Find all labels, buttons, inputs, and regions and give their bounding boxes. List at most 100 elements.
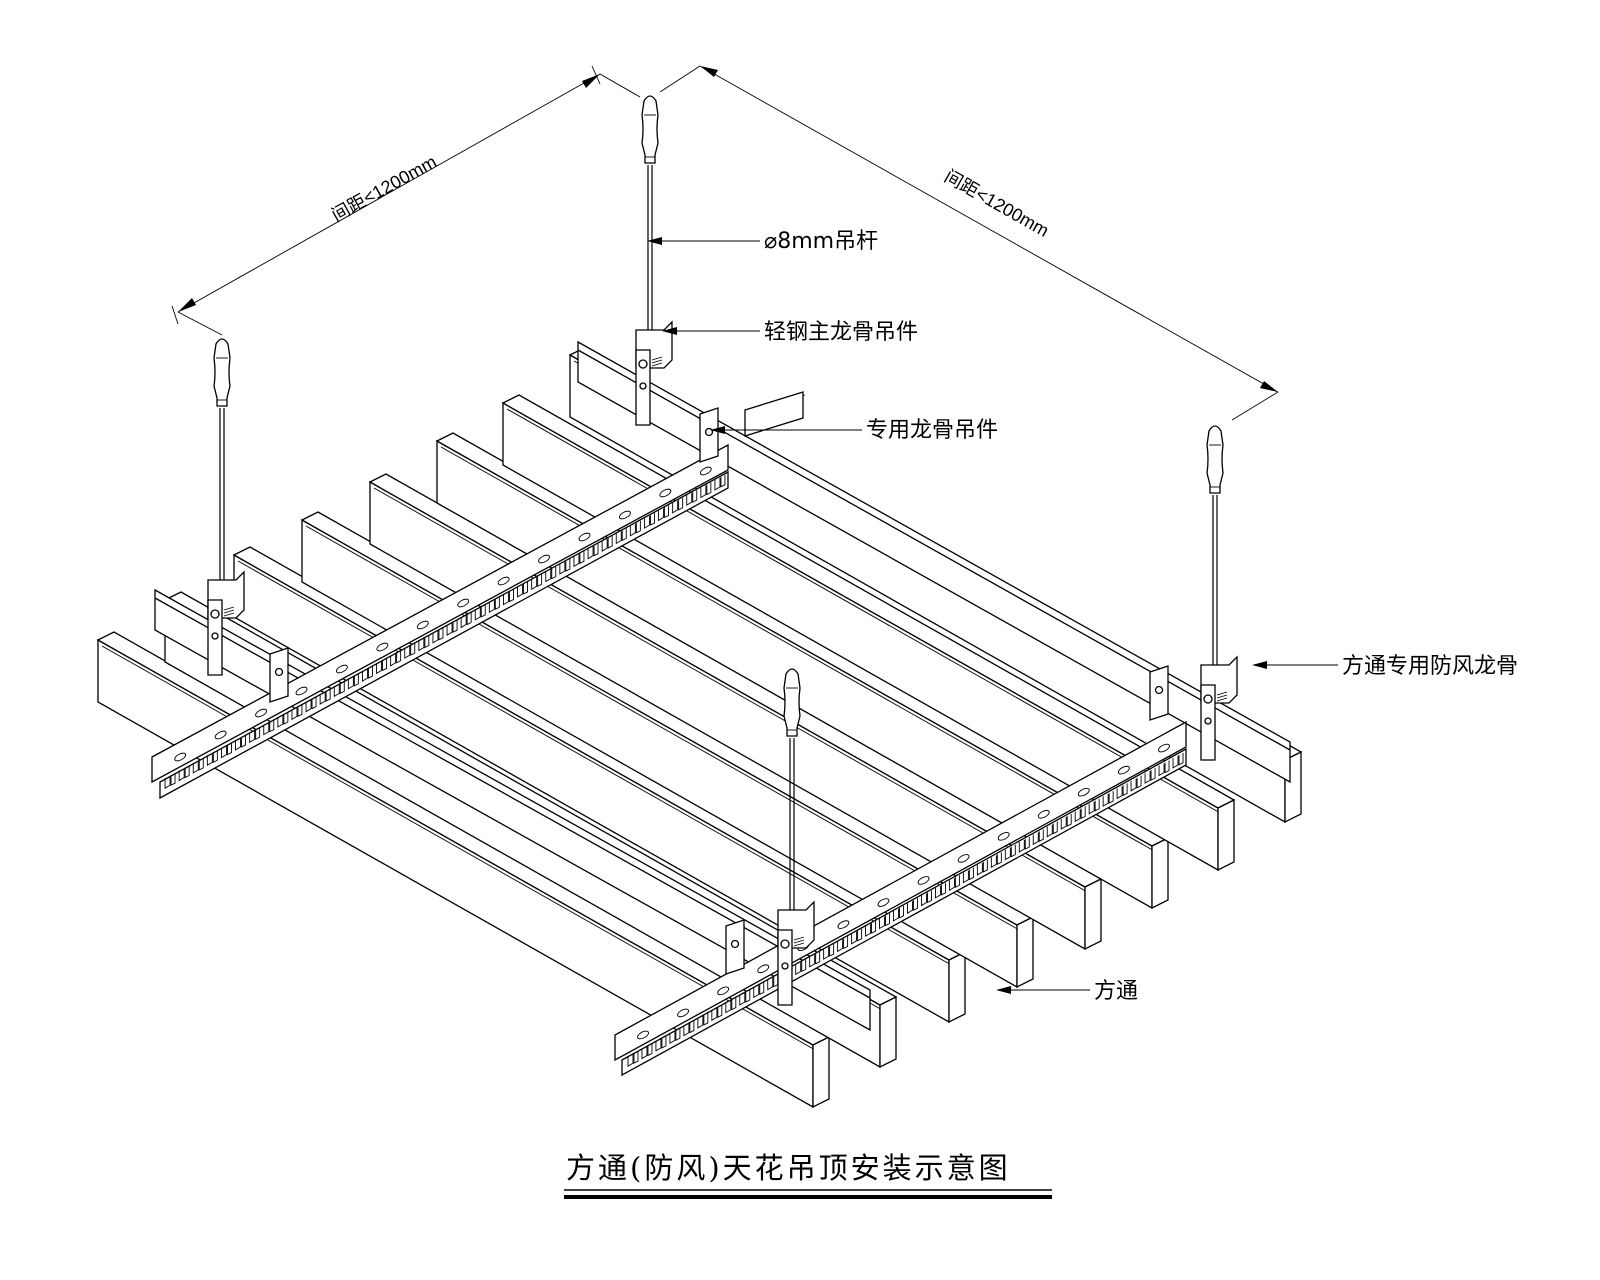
keel-tooth (795, 959, 807, 976)
anchor (783, 668, 801, 737)
plate-bolt (704, 427, 714, 437)
keel-tooth (249, 727, 261, 744)
main-keel-back (577, 340, 1291, 784)
keel-slot (295, 686, 308, 696)
keel-tooth (697, 1012, 709, 1029)
keel-slot (917, 876, 930, 885)
keel-slot (837, 920, 850, 929)
tube-end (879, 995, 897, 1069)
screw-thread (223, 606, 235, 617)
keel-tooth (1116, 783, 1128, 800)
callout-special-keel-hanger: 专用龙骨吊件 (710, 418, 998, 443)
hanger-assembly (1200, 425, 1238, 761)
dimension-left-label: 间距<1200mm (328, 152, 440, 226)
keel-tooth (432, 627, 444, 644)
bolt (781, 962, 789, 970)
hanger-assembly (207, 338, 245, 676)
keel-tooth (178, 765, 190, 782)
keel-tooth (474, 604, 486, 621)
keel-tooth (531, 574, 543, 591)
keel-slot (578, 532, 591, 542)
bolt (1203, 694, 1213, 704)
screw-thread (793, 936, 805, 947)
keel-tooth (865, 921, 877, 937)
bolt (210, 609, 220, 619)
keel-tooth (934, 882, 946, 899)
keel-tooth (837, 936, 849, 953)
keel-hanger-plate (699, 407, 719, 463)
keel-tooth (545, 566, 557, 583)
keel-hanger-plate (725, 919, 745, 975)
keel-slot (1158, 743, 1170, 753)
keel-slot (677, 1008, 690, 1018)
diagram-title: 方通(防风)天花吊顶安装示意图 (566, 1151, 1011, 1185)
keel-tooth (446, 620, 458, 636)
hanger-rod-label: ⌀8mm吊杆 (764, 229, 878, 254)
keel-tooth (655, 1035, 667, 1052)
bolt (780, 939, 790, 949)
bolt (638, 359, 648, 369)
keel-slot (637, 1030, 649, 1040)
keel-tooth (851, 928, 863, 945)
hanger-assemblies (207, 95, 1238, 1006)
main-keel-hanger-label: 轻钢主龙骨吊件 (764, 320, 918, 345)
keel-slot (457, 598, 470, 608)
keel-tooth (1144, 768, 1156, 784)
keel-tooth (658, 505, 669, 522)
keel-tooth (1004, 844, 1016, 861)
keel-tooth (753, 982, 765, 999)
dimension-left (171, 65, 641, 336)
keel-tooth (907, 898, 918, 914)
callout-square-tube: 方通 (996, 979, 1138, 1004)
keel-slot (957, 854, 970, 863)
keel-tooth (714, 474, 726, 491)
keel-slot (1037, 809, 1050, 819)
special-keel-hanger-label: 专用龙骨吊件 (866, 418, 998, 443)
windproof-keel-label: 方通专用防风龙骨 (1342, 654, 1518, 679)
plate-bolt (274, 667, 284, 677)
keel-slot (255, 708, 268, 718)
anchor (641, 95, 659, 164)
screw-thread (1216, 691, 1228, 702)
screw-thread (651, 356, 663, 367)
keel-tooth (1060, 814, 1072, 830)
keel-tooth (686, 490, 698, 506)
dimension-right (659, 65, 1279, 421)
keel-tooth (376, 658, 387, 675)
callout-windproof-keel: 方通专用防风龙骨 (1252, 654, 1518, 679)
keel-tooth (221, 742, 232, 759)
keel-tooth (644, 513, 655, 529)
keel-tooth (235, 734, 246, 751)
keel-slot (174, 752, 187, 762)
keel-tooth (305, 696, 317, 713)
tube-inner-line (373, 487, 1090, 894)
keel-tooth (503, 589, 514, 606)
keel-tooth (1130, 775, 1142, 792)
keel-hanger-plate (1149, 665, 1169, 721)
tube-end (1217, 798, 1235, 872)
keel-slot (1077, 787, 1090, 797)
plate-bolt (730, 939, 740, 949)
keel-tooth (1102, 791, 1114, 807)
square-tube-label: 方通 (1094, 979, 1138, 1004)
keel-tooth (390, 650, 402, 667)
keel-tooth (921, 890, 932, 907)
keel-tooth (1074, 806, 1086, 823)
tube-end (1084, 877, 1102, 951)
keel-tooth (418, 635, 430, 652)
keel-tooth (277, 711, 289, 728)
keel-tooth (206, 750, 218, 767)
keel-tooth (823, 944, 835, 960)
keel-tooth (517, 581, 528, 598)
keel-tooth (573, 551, 585, 568)
tube-inner-line (237, 560, 954, 967)
keel-tooth (739, 989, 751, 1006)
keel-tooth (559, 558, 571, 575)
keel-hanger-plate (269, 647, 289, 703)
keel-tooth (879, 913, 890, 930)
keel-slot (757, 964, 770, 974)
tube-inner-line (305, 525, 1022, 932)
keel-tooth (683, 1020, 695, 1037)
plate-bolt (1154, 685, 1164, 695)
keel-tooth (1088, 798, 1100, 815)
